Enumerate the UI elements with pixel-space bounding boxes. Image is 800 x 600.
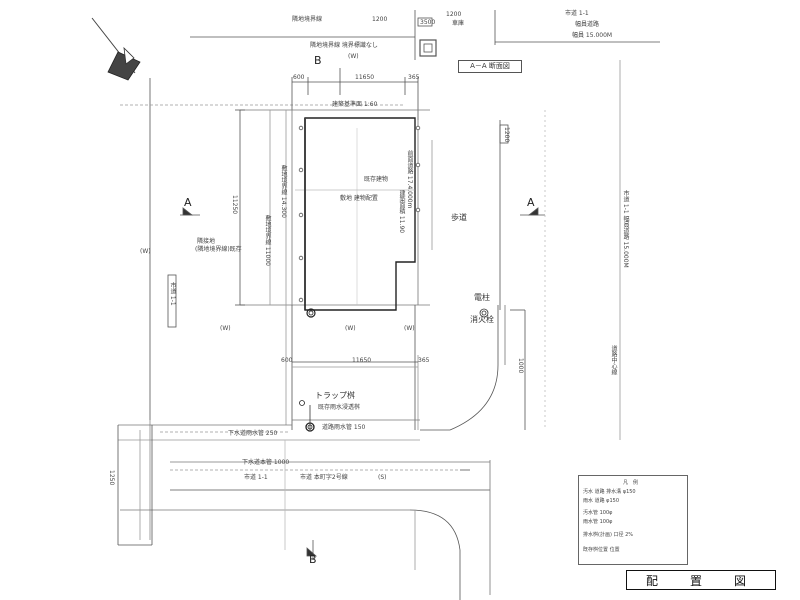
legend-row-4: 雨水管 100φ bbox=[583, 519, 613, 525]
section-label: A－A 断面図 bbox=[470, 62, 510, 70]
dim-bottom-left: 600 bbox=[281, 357, 293, 364]
drawing-title-box: 配 置 図 bbox=[626, 570, 776, 590]
dim-top-left: 600 bbox=[293, 74, 305, 81]
section-marker-a-right: A bbox=[527, 196, 535, 209]
road-centerline-label: 道路中心線 bbox=[610, 345, 617, 375]
legend-row-2: 雨水 道路 φ150 bbox=[583, 498, 620, 504]
left-circle-c: (W) bbox=[404, 325, 415, 332]
legend-row-3: 汚水管 100φ bbox=[583, 510, 613, 516]
right-dim-label-2: 1000 bbox=[517, 358, 524, 374]
north-arrow-icon bbox=[91, 17, 141, 81]
top-boundary-sub-label: 隣地境界線 境界標識なし bbox=[310, 42, 378, 49]
sidewalk-label: 歩道 bbox=[451, 213, 467, 222]
top-width-label: 1200 bbox=[372, 16, 388, 23]
sewer-label-3: 下水道本管 1000 bbox=[242, 459, 290, 466]
garage-label: 車庫 bbox=[452, 20, 465, 27]
trap-basin-sub-label: 既存雨水浸透桝 bbox=[318, 404, 361, 411]
section-label-box: A－A 断面図 bbox=[458, 60, 522, 73]
right-dim-label: 1200 bbox=[503, 127, 510, 143]
top-code-label: 3500 bbox=[420, 19, 436, 26]
building-area-vertical: 建築面積 11.90 bbox=[398, 190, 405, 234]
top-road-tag: 市道 1-1 bbox=[565, 10, 589, 17]
legend-row-1: 汚水 道路 排水溝 φ150 bbox=[583, 489, 636, 495]
section-marker-b-top: B bbox=[314, 54, 322, 67]
left-road-name: 市道 1-1 bbox=[169, 282, 176, 306]
trap-basin-label: トラップ桝 bbox=[315, 391, 355, 400]
neighbor-plot-sub-label: (隣地境界線)既存 bbox=[195, 246, 242, 253]
top-paren-label: (W) bbox=[348, 53, 359, 60]
section-marker-a-left: A bbox=[184, 196, 192, 209]
sewer-label-2: 下水道雨水管 250 bbox=[228, 430, 278, 437]
section-marker-b-bottom: B bbox=[309, 553, 317, 566]
top-boundary-label: 隣地境界線 bbox=[292, 16, 323, 23]
site-width-vertical: 敷地境界線 11000 bbox=[264, 215, 271, 266]
building-label-2: 敷地 建物配置 bbox=[340, 195, 378, 202]
top-road-width: 幅員 15.000M bbox=[572, 32, 613, 39]
bottom-road-label: 市道 1-1 bbox=[244, 474, 268, 481]
dim-top-right: 365 bbox=[408, 74, 420, 81]
left-circle-b: (W) bbox=[345, 325, 356, 332]
utility-pole-label: 電柱 bbox=[474, 293, 490, 302]
dim-bottom-mid: 11650 bbox=[352, 357, 372, 364]
building-label-1: 既存建物 bbox=[364, 176, 389, 183]
legend-title: 凡 例 bbox=[623, 480, 639, 486]
left-paren-label: (W) bbox=[140, 248, 151, 255]
legend-row-5: 排水桝(計画) 口径 2% bbox=[583, 532, 634, 538]
left-bottom-dim: 1250 bbox=[108, 470, 115, 486]
neighbor-plot-label: 隣接地 bbox=[197, 238, 216, 245]
dim-bottom-right: 365 bbox=[418, 357, 430, 364]
site-height-vertical: 敷地境界線 14.300 bbox=[280, 165, 287, 218]
building-inner-vertical: 前面道路 17.4.000m bbox=[406, 150, 413, 209]
left-circle-a: (W) bbox=[220, 325, 231, 332]
bottom-road-label-2: 市道 本町字2号線 bbox=[300, 474, 348, 481]
fire-hydrant-label: 消火栓 bbox=[470, 315, 494, 324]
top-width-label-2: 1200 bbox=[446, 11, 462, 18]
left-vertical-dim: 11250 bbox=[231, 195, 238, 215]
top-road-type: 幅員道路 bbox=[575, 21, 600, 28]
bottom-paren-label: (S) bbox=[378, 474, 387, 481]
legend-row-6: 既存桝位置 位置 bbox=[583, 547, 620, 553]
legend-box: 凡 例 汚水 道路 排水溝 φ150 雨水 道路 φ150 汚水管 100φ 雨… bbox=[578, 475, 688, 565]
right-road-label: 市道 1-1 幅員道路 15.000M bbox=[622, 190, 629, 268]
drawing-title: 配 置 図 bbox=[645, 573, 756, 588]
eave-label: 建築基準面 1:60 bbox=[332, 101, 378, 108]
sewer-label: 道路雨水管 150 bbox=[322, 424, 366, 431]
dim-top-mid: 11650 bbox=[355, 74, 375, 81]
